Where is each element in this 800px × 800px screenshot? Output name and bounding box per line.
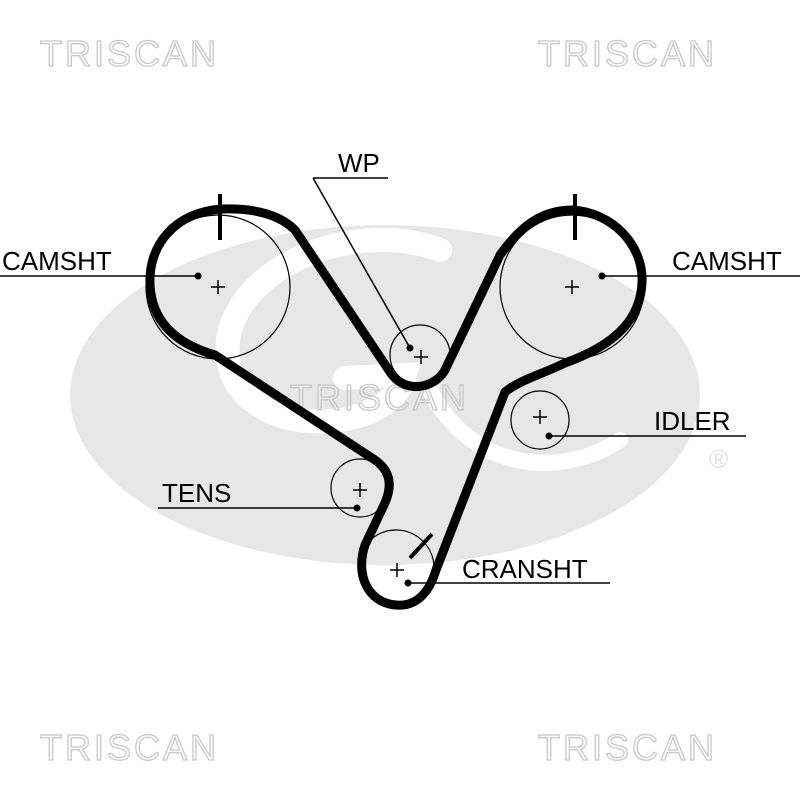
triscan-watermark-top-left: TRISCAN <box>40 33 219 74</box>
triscan-watermark-top-right: TRISCAN <box>538 33 717 74</box>
camshaft-right-label: CAMSHT <box>672 246 782 276</box>
timing-belt <box>145 204 647 610</box>
crankshaft-callout: CRANSHT <box>404 554 610 587</box>
water-pump-callout: WP <box>312 148 414 352</box>
camshaft-left-label: CAMSHT <box>2 246 112 276</box>
water-pump-label: WP <box>338 148 380 178</box>
crankshaft-label: CRANSHT <box>462 554 588 584</box>
idler-pulley <box>510 390 570 450</box>
triscan-watermark-center: TRISCAN <box>290 377 469 418</box>
tensioner-callout: TENS <box>158 478 361 512</box>
idler-callout: IDLER <box>545 406 746 440</box>
tensioner-center-cross <box>353 483 367 497</box>
camshaft-right-callout: CAMSHT <box>598 246 800 280</box>
idler-center-cross <box>533 410 547 424</box>
camshaft-left-callout: CAMSHT <box>0 246 202 280</box>
water-pump-center-cross <box>414 350 428 364</box>
triscan-watermark-bottom-right: TRISCAN <box>538 727 717 768</box>
crankshaft-center-cross <box>390 563 404 577</box>
idler-label: IDLER <box>654 406 731 436</box>
triscan-watermark-bottom-left: TRISCAN <box>40 727 219 768</box>
camshaft-left-center-cross <box>211 280 225 294</box>
camshaft-right-center-cross <box>565 280 579 294</box>
crankshaft-timing-mark <box>408 532 434 560</box>
gates-logo-watermark: ® <box>70 225 728 565</box>
tensioner-label: TENS <box>162 478 231 508</box>
registered-mark: ® <box>709 444 728 474</box>
